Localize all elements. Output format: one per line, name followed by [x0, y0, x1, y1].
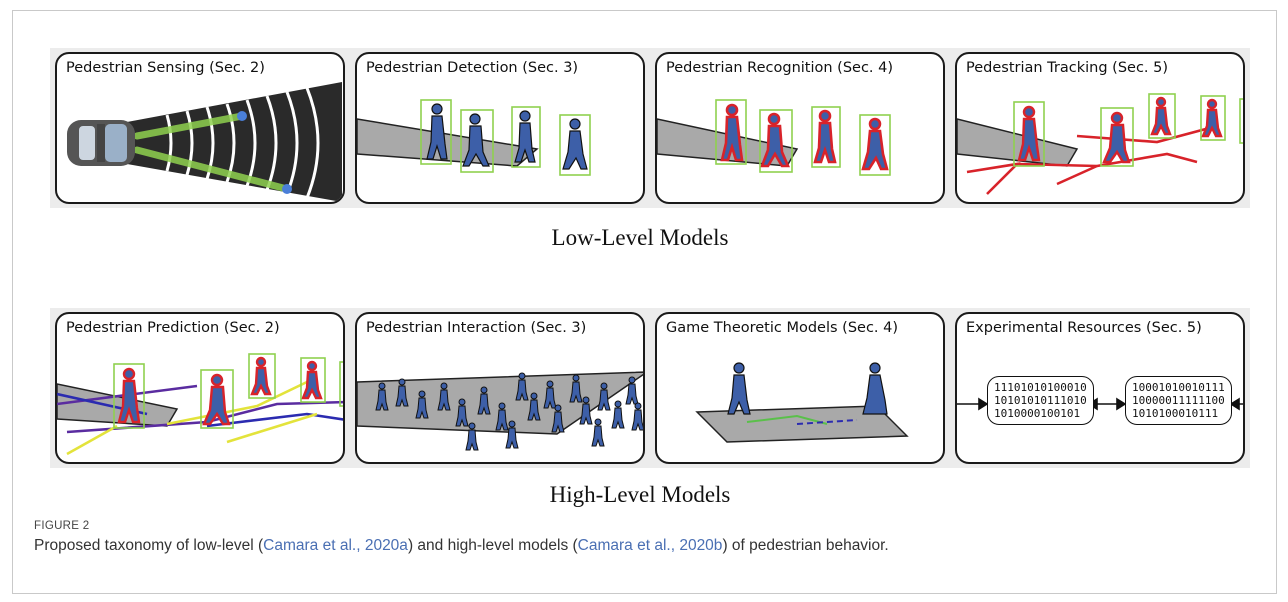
panel-pedestrian-sensing: Pedestrian Sensing (Sec. 2): [55, 52, 345, 204]
binary-line: 11101010100010: [994, 381, 1087, 394]
panel-title: Game Theoretic Models (Sec. 4): [666, 320, 899, 336]
pedestrian-4: [562, 118, 588, 170]
pedestrian-1: [426, 103, 448, 160]
binary-line: 1010000100101: [994, 407, 1081, 420]
player-b: [862, 362, 888, 415]
pedestrian-2: [462, 113, 490, 167]
panel-pedestrian-recognition: Pedestrian Recognition (Sec. 4): [655, 52, 945, 204]
sensing-illustration: [67, 82, 342, 202]
panel-title: Pedestrian Tracking (Sec. 5): [966, 60, 1169, 76]
panel-pedestrian-prediction: Pedestrian Prediction (Sec. 2): [55, 312, 345, 464]
prediction-illustration: [57, 353, 343, 456]
figure-number: FIGURE 2: [34, 520, 90, 532]
tracking-illustration: [957, 93, 1243, 195]
pedestrian-1: [720, 103, 744, 162]
bbox: [420, 99, 452, 165]
panel-title: Experimental Resources (Sec. 5): [966, 320, 1202, 336]
binary-line: 10000011111100: [1132, 394, 1225, 407]
panel-pedestrian-detection: Pedestrian Detection (Sec. 3): [355, 52, 645, 204]
recognition-illustration: [657, 99, 891, 176]
bbox: [460, 109, 494, 173]
pedestrian-4: [861, 117, 889, 171]
binary-block-right: 10001010010111 10000011111100 1010100010…: [1125, 376, 1232, 425]
detection-illustration: [357, 99, 591, 176]
panel-experimental-resources: Experimental Resources (Sec. 5) 11101010…: [955, 312, 1245, 464]
caption-text: Proposed taxonomy of low-level (: [34, 537, 264, 554]
resources-arrows: [957, 397, 1243, 411]
binary-line: 10001010010111: [1132, 381, 1225, 394]
high-level-label: High-Level Models: [549, 482, 731, 507]
binary-line: 1010100010111: [1132, 407, 1219, 420]
figure-caption: Proposed taxonomy of low-level (Camara e…: [34, 537, 889, 555]
pedestrian-2: [760, 112, 790, 168]
panel-title: Pedestrian Prediction (Sec. 2): [66, 320, 280, 336]
low-level-label: Low-Level Models: [551, 225, 729, 250]
panel-title: Pedestrian Recognition (Sec. 4): [666, 60, 894, 76]
pedestrian-3: [813, 109, 837, 164]
sensor-arcs: [127, 82, 342, 202]
game-theoretic-illustration: [695, 362, 909, 443]
binary-block-left: 11101010100010 10101010111010 1010000100…: [987, 376, 1094, 425]
interaction-illustration: [357, 371, 643, 451]
car-icon: [67, 120, 135, 166]
panel-pedestrian-tracking: Pedestrian Tracking (Sec. 5): [955, 52, 1245, 204]
bbox: [559, 114, 591, 176]
caption-text: ) and high-level models (: [407, 537, 578, 554]
panel-pedestrian-interaction: Pedestrian Interaction (Sec. 3): [355, 312, 645, 464]
caption-text: ) of pedestrian behavior.: [722, 537, 889, 554]
panel-title: Pedestrian Detection (Sec. 3): [366, 60, 579, 76]
bbox: [511, 106, 541, 168]
pedestrian-3: [514, 110, 536, 163]
binary-line: 10101010111010: [994, 394, 1087, 407]
panel-title: Pedestrian Sensing (Sec. 2): [66, 60, 265, 76]
panel-title: Pedestrian Interaction (Sec. 3): [366, 320, 587, 336]
citation-link-a[interactable]: Camara et al., 2020a: [263, 537, 408, 554]
citation-link-b[interactable]: Camara et al., 2020b: [577, 537, 723, 554]
panel-game-theoretic-models: Game Theoretic Models (Sec. 4): [655, 312, 945, 464]
player-a: [727, 362, 751, 415]
